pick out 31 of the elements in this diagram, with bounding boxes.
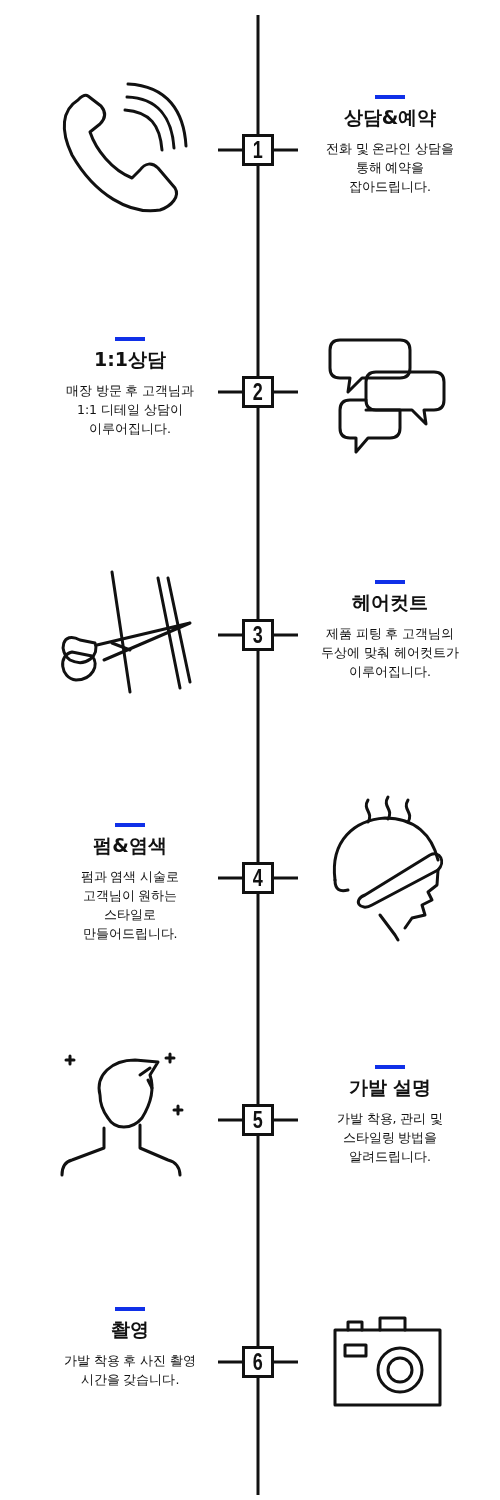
- timeline-line: [256, 166, 260, 376]
- step-description: 가발 착용, 관리 및 스타일링 방법을 알려드립니다.: [335, 1110, 445, 1166]
- step-title: 상담&예약: [342, 105, 438, 129]
- step-title: 1:1상담: [92, 347, 167, 371]
- timeline-line: [256, 15, 260, 134]
- step-number: 3: [253, 621, 263, 649]
- timeline-line: [256, 408, 260, 619]
- timeline-line: [256, 651, 260, 862]
- step-number: 2: [253, 378, 263, 406]
- step-description: 펌과 염색 시술로 고객님이 원하는 스타일로 만들어드립니다.: [79, 868, 181, 943]
- step-number-box: [242, 376, 274, 408]
- step-description: 가발 착용 후 사진 촬영 시간을 갖습니다.: [62, 1352, 198, 1389]
- step-number-box: [242, 134, 274, 166]
- timeline-line: [256, 1378, 260, 1495]
- step-number-box: [242, 1346, 274, 1378]
- step-title: 펌&염색: [92, 833, 168, 857]
- step-description: 매장 방문 후 고객님과 1:1 디테일 상담이 이루어집니다.: [64, 382, 196, 438]
- step-title: 촬영: [110, 1317, 150, 1341]
- step-number-box: [242, 619, 274, 651]
- step-number: 1: [253, 136, 263, 164]
- step-description: 전화 및 온라인 상담을 통해 예약을 잡아드립니다.: [324, 140, 456, 196]
- timeline-line: [256, 894, 260, 1104]
- step-number: 6: [253, 1348, 263, 1376]
- step-description: 제품 피팅 후 고객님의 두상에 맞춰 헤어컷트가 이루어집니다.: [321, 625, 459, 681]
- step-number-box: [242, 1104, 274, 1136]
- step-number: 4: [253, 864, 263, 892]
- step-number-box: [242, 862, 274, 894]
- timeline-line: [256, 1136, 260, 1346]
- step-number: 5: [253, 1106, 263, 1134]
- step-title: 헤어컷트: [351, 590, 429, 614]
- step-title: 가발 설명: [347, 1075, 433, 1099]
